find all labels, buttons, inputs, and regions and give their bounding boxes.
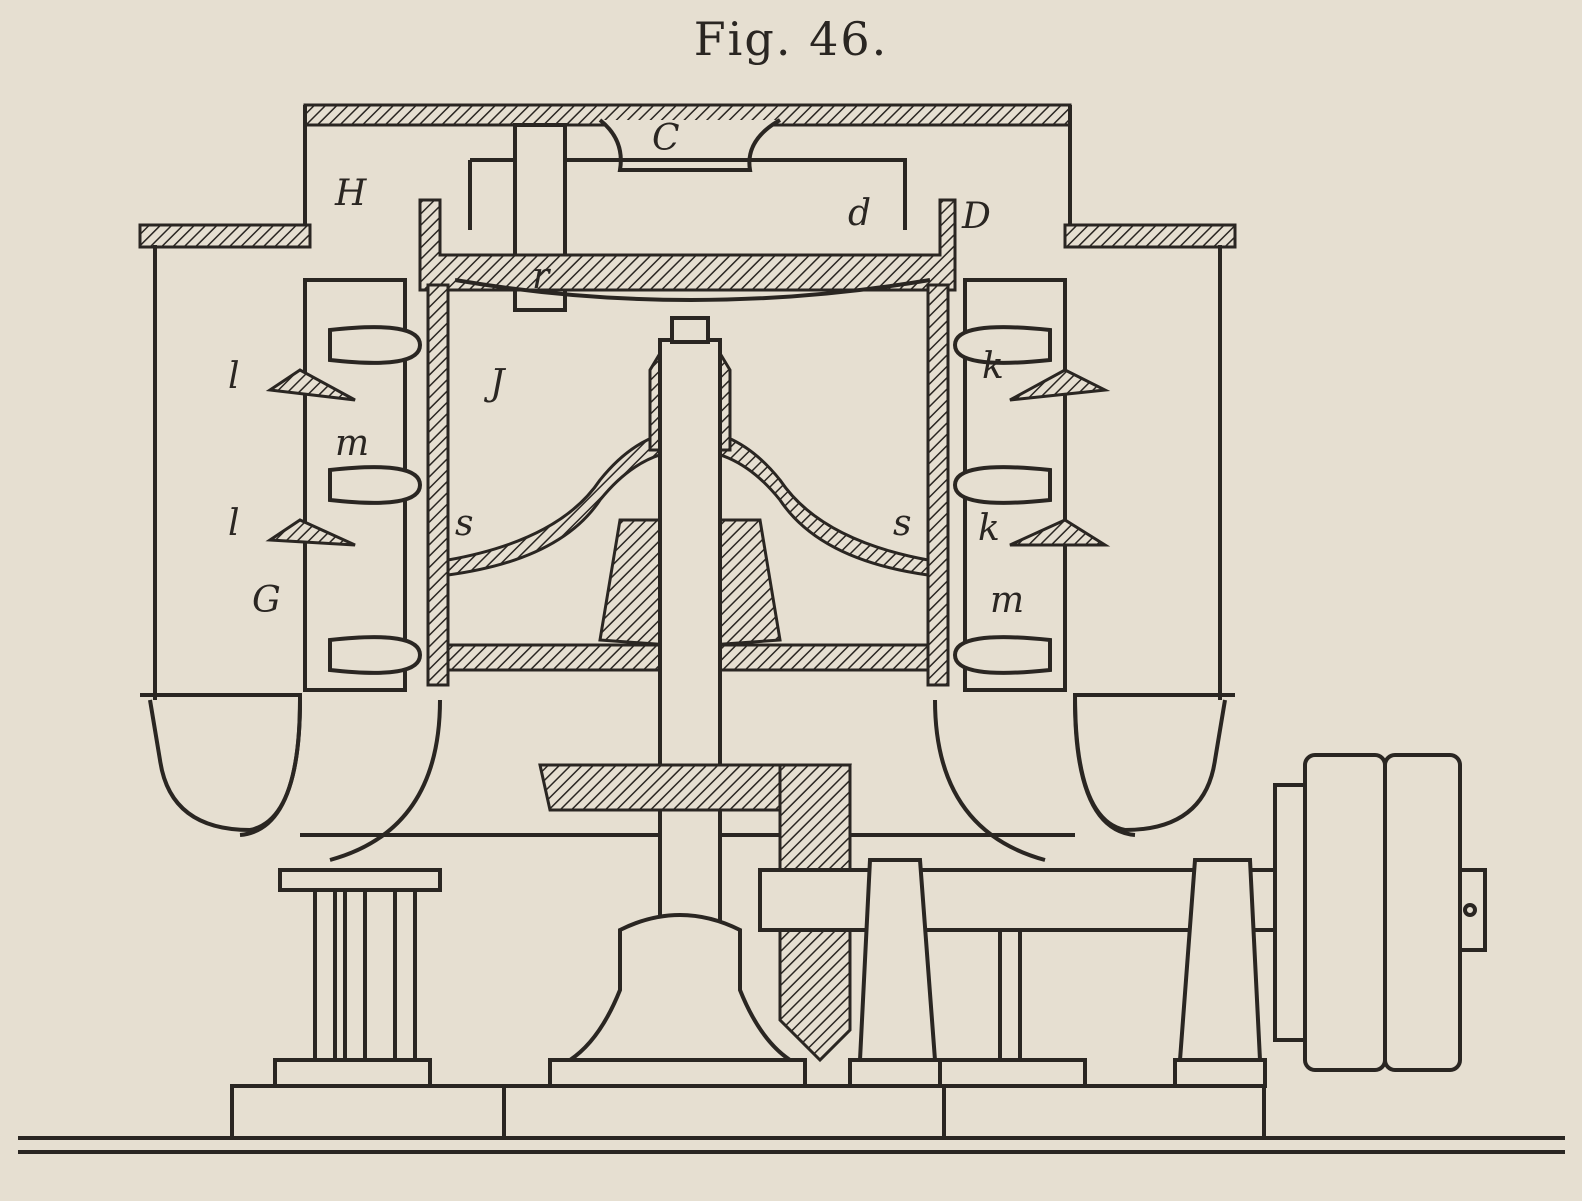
label-k-upper: k xyxy=(982,346,1004,387)
base-ground xyxy=(18,1084,1565,1154)
label-l-upper: l xyxy=(228,356,240,397)
label-D: D xyxy=(961,196,991,237)
pedestal xyxy=(548,913,807,1088)
label-C: C xyxy=(652,118,680,159)
label-k-lower: k xyxy=(978,508,1000,549)
label-l-lower: l xyxy=(228,503,240,544)
pulley xyxy=(1273,753,1487,1072)
label-m-left: m xyxy=(335,423,369,464)
label-d: d xyxy=(848,193,871,234)
label-G: G xyxy=(252,580,281,621)
figure-title: Fig. 46. xyxy=(693,12,889,66)
outer-tanks xyxy=(140,245,1235,862)
left-legs xyxy=(273,868,442,1088)
vertical-shaft xyxy=(658,316,722,942)
label-r: r xyxy=(532,256,551,297)
label-H: H xyxy=(334,173,367,214)
horizontal-shaft xyxy=(758,858,1282,1088)
label-m-right: m xyxy=(990,580,1024,621)
left-baffles xyxy=(265,278,423,692)
top-housing xyxy=(138,103,1237,312)
label-s-left: s xyxy=(455,503,473,544)
label-J: J xyxy=(483,363,507,404)
right-baffles xyxy=(952,278,1111,692)
label-s-right: s xyxy=(893,503,911,544)
